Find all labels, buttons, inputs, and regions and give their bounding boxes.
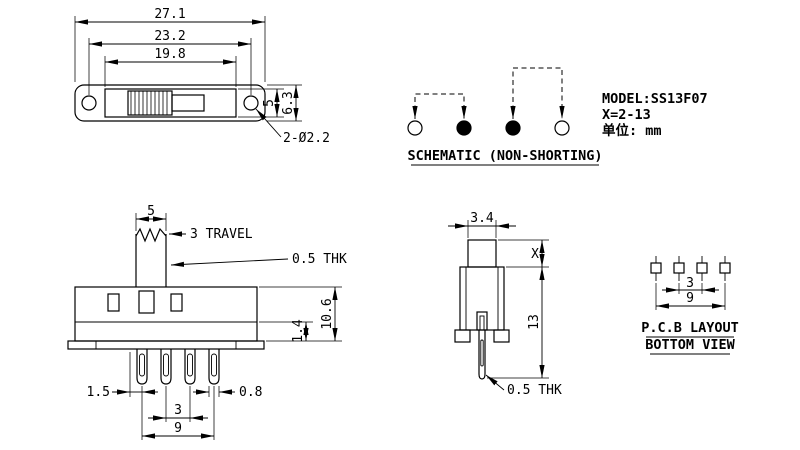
pcb-title-line2: BOTTOM VIEW [645,337,735,353]
contact-window-2 [170,293,183,312]
dim-travel: 3 TRAVEL [190,227,253,242]
side-foot-right [493,329,510,343]
break-line [135,227,167,243]
switch-body-outline [74,84,266,122]
front-body-outline [74,286,258,342]
dim-knob-depth: 3.4 [470,211,494,226]
unit-label: 单位: mm [602,122,662,139]
front-view-body [67,227,265,385]
pin-3 [184,348,196,385]
pcb-title-line1: P.C.B LAYOUT [641,320,739,336]
dim-knob-height-x: X [531,247,539,262]
side-view: 3.4 X 13 0.5 THK [448,211,562,398]
side-contact [476,311,488,331]
dim-pad-span: 9 [686,291,694,306]
base-plate [67,340,265,350]
contact-path-1-2 [412,93,467,119]
side-view-dimensions: 3.4 X 13 0.5 THK [448,211,562,398]
schematic: SCHEMATIC (NON-SHORTING) [407,67,603,166]
pin-4 [208,348,220,385]
side-body-outline [459,266,505,331]
side-pin [478,330,486,380]
dim-knob-width: 5 [147,204,155,219]
top-view-dimensions: 27.1 23.2 19.8 5 6.3 2-Ø2.2 [74,7,330,146]
hatch-lines [130,91,168,115]
slider-base [171,94,205,112]
mounting-hole-right [243,95,259,111]
pin-1 [136,349,148,385]
dim-body-pin-height: 13 [527,314,542,330]
slider-stem [138,290,155,314]
pad-2 [673,255,685,282]
x-range: X=2-13 [602,107,651,123]
terminal-2 [456,120,472,136]
dim-body-height: 6.3 [281,91,296,114]
pad-1 [650,256,662,281]
dim-overall-width: 27.1 [154,7,185,22]
contact-path-3-4 [510,67,565,119]
model-info: MODEL:SS13F07 X=2-13 单位: mm [602,91,708,139]
side-view-body [454,239,510,380]
dim-slot-width: 19.8 [154,47,185,62]
front-view: 5 3 TRAVEL 0.5 THK 10.6 1.4 [67,204,347,440]
model-number: MODEL:SS13F07 [602,91,708,107]
contact-window-1 [107,293,120,312]
terminal-4 [554,120,570,136]
dim-body-height: 10.6 [320,298,335,329]
pcb-layout: 3 9 P.C.B LAYOUT BOTTOM VIEW [641,255,739,355]
side-foot-left [454,329,471,343]
dim-pad-pitch: 3 [686,276,694,291]
schematic-title: SCHEMATIC (NON-SHORTING) [407,148,602,164]
slider-slot [104,88,237,118]
dim-cover-thickness: 0.5 THK [292,252,347,267]
pcb-dimensions: 3 9 [655,276,726,310]
pcb-pads [650,255,731,282]
dim-hole-span: 23.2 [154,29,185,44]
dim-pin-offset: 1.5 [87,385,110,400]
terminal-3 [505,120,521,136]
side-knob [467,239,497,268]
dim-base-height: 1.4 [291,319,306,343]
pad-4 [719,255,731,282]
top-view: 27.1 23.2 19.8 5 6.3 2-Ø2.2 [74,7,330,146]
front-view-dimensions: 5 3 TRAVEL 0.5 THK 10.6 1.4 [87,204,347,440]
dim-pin-pitch: 3 [174,403,182,418]
pin-2 [160,348,172,385]
mounting-hole-left [81,95,97,111]
top-view-body [74,84,266,122]
dim-pin-width: 0.8 [239,385,262,400]
dim-pin-thickness: 0.5 THK [507,383,562,398]
terminal-1 [407,120,423,136]
pad-3 [696,255,708,282]
dim-slot-height: 5 [262,99,277,107]
dim-pin-span: 9 [174,421,182,436]
hole-callout: 2-Ø2.2 [283,131,330,146]
